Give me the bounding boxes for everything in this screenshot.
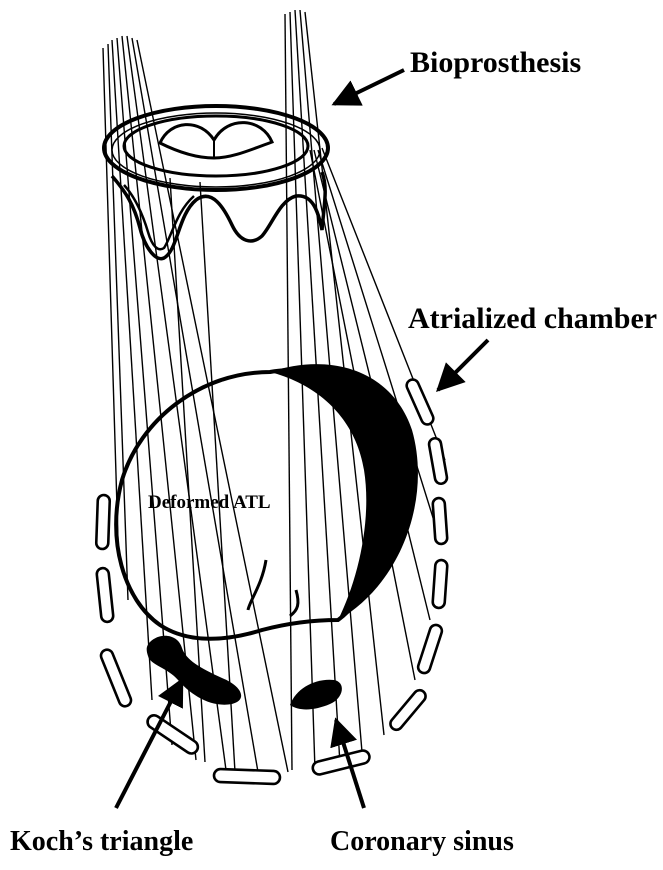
- atrialized-chamber-arrow: [438, 340, 488, 390]
- coronary-sinus-label: Coronary sinus: [330, 826, 514, 857]
- bioprosthesis-arrow: [334, 70, 404, 104]
- atrialized-chamber-label: Atrialized chamber: [408, 302, 657, 335]
- kochs-triangle-label: Koch’s triangle: [10, 826, 193, 857]
- deformed-atl-label: Deformed ATL: [148, 492, 271, 513]
- coronary-sinus-region: [290, 680, 342, 710]
- bioprosthesis-label: Bioprosthesis: [410, 46, 581, 79]
